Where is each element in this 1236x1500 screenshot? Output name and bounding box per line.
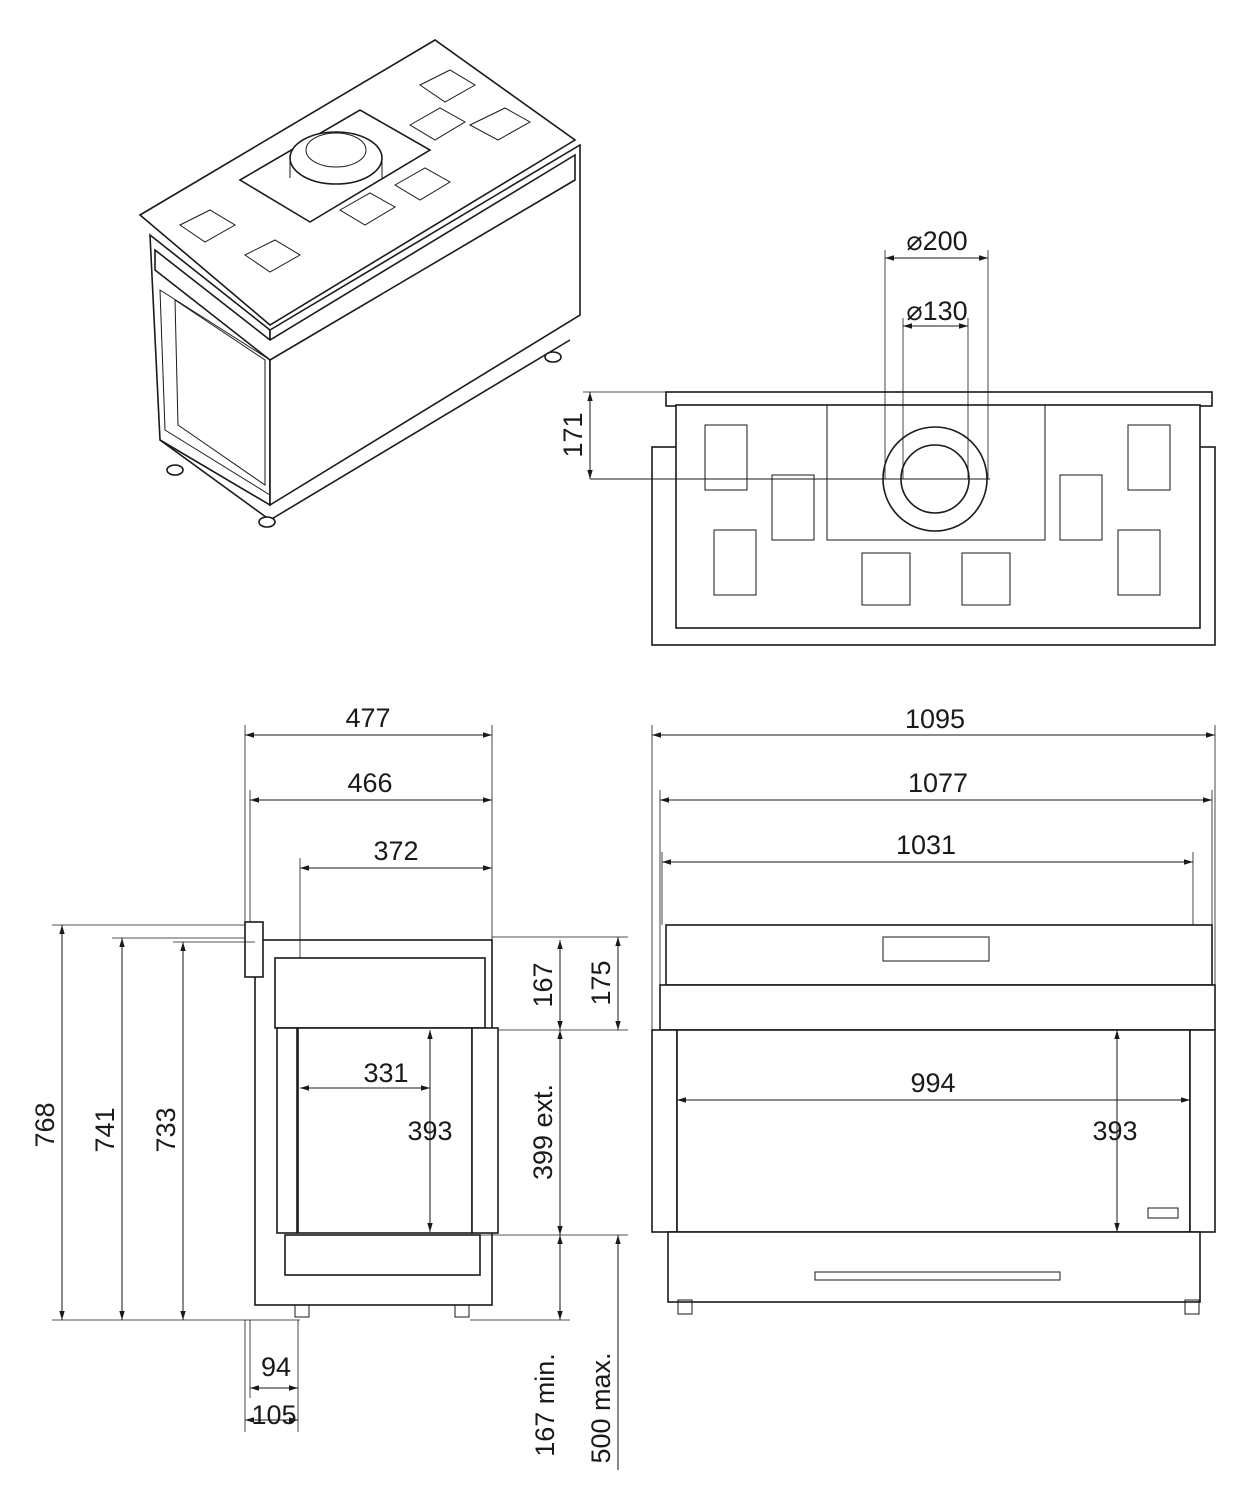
dim-994: 994: [910, 1068, 955, 1098]
dim-393-front: 393: [1092, 1116, 1137, 1146]
dim-372: 372: [373, 836, 418, 866]
dim-500-max: 500 max.: [586, 1352, 616, 1463]
dim-94: 94: [261, 1352, 291, 1382]
dim-399-ext: 399 ext.: [528, 1084, 558, 1180]
dim-1077: 1077: [908, 768, 968, 798]
dim-flue-130: ⌀130: [906, 296, 967, 326]
dim-331: 331: [363, 1058, 408, 1088]
front-view: 1095 1077 1031 994 393: [651, 704, 1216, 1315]
dim-167-min: 167 min.: [530, 1353, 560, 1457]
dim-733: 733: [151, 1107, 181, 1152]
flue-collar-iso: [289, 131, 383, 185]
dim-768: 768: [30, 1102, 60, 1147]
dim-1031: 1031: [896, 830, 956, 860]
dim-171: 171: [558, 412, 588, 457]
top-view: ⌀200 ⌀130 171: [558, 226, 1216, 646]
dim-flue-200: ⌀200: [906, 226, 967, 256]
dim-741: 741: [90, 1107, 120, 1152]
dim-477: 477: [345, 703, 390, 733]
isometric-view: [138, 39, 581, 528]
side-view: 477 466 372 768 741 733 167 175 399 ext.…: [30, 703, 628, 1470]
dim-175: 175: [586, 960, 616, 1005]
dim-1095: 1095: [905, 704, 965, 734]
dim-466: 466: [347, 768, 392, 798]
dim-167: 167: [528, 962, 558, 1007]
dim-105: 105: [251, 1400, 296, 1430]
dim-393-side: 393: [407, 1116, 452, 1146]
